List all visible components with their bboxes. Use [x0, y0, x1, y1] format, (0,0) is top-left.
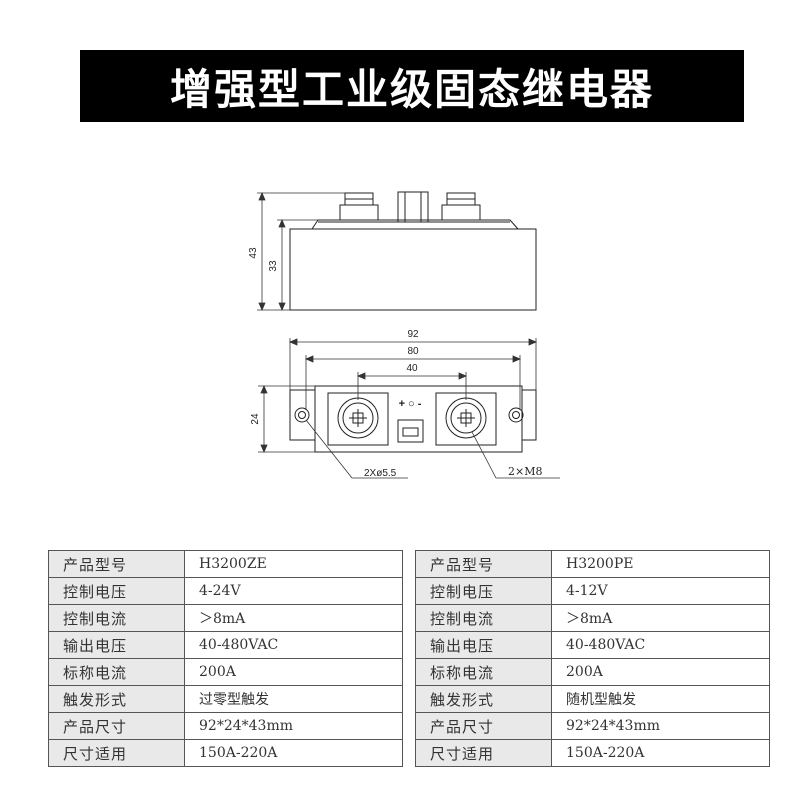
dim-depth: 24: [250, 413, 261, 425]
spec-value: ＞8mA: [184, 604, 403, 632]
spec-label: 控制电压: [48, 577, 185, 605]
spec-value: H3200PE: [551, 550, 770, 578]
top-view-dimensions: [258, 338, 560, 479]
spec-label: 标称电流: [415, 658, 552, 686]
table-row: 控制电流＞8mA: [48, 604, 403, 632]
spec-label: 输出电压: [415, 631, 552, 659]
spec-label: 输出电压: [48, 631, 185, 659]
spec-label: 产品尺寸: [48, 712, 185, 740]
callout-screws: 2×M8: [508, 465, 542, 478]
spec-label: 尺寸适用: [48, 739, 185, 767]
dim-width-terminals: 40: [406, 363, 418, 374]
spec-label: 标称电流: [48, 658, 185, 686]
dim-height-body: 33: [268, 260, 279, 272]
spec-value: 随机型触发: [551, 685, 770, 713]
spec-value: 4-24V: [184, 577, 403, 605]
spec-label: 产品尺寸: [415, 712, 552, 740]
table-row: 控制电流＞8mA: [415, 604, 770, 632]
spec-label: 产品型号: [48, 550, 185, 578]
side-view: [289, 191, 537, 311]
top-view: [289, 385, 537, 453]
spec-value: H3200ZE: [184, 550, 403, 578]
table-row: 触发形式随机型触发: [415, 685, 770, 713]
spec-value: 过零型触发: [184, 685, 403, 713]
side-view-dimensions: [257, 191, 345, 312]
spec-value: 4-12V: [551, 577, 770, 605]
spec-value: 200A: [551, 658, 770, 686]
spec-value: 92*24*43mm: [184, 712, 403, 740]
spec-value: 150A-220A: [184, 739, 403, 767]
spec-label: 触发形式: [415, 685, 552, 713]
spec-value: 40-480VAC: [551, 631, 770, 659]
dim-height-total: 43: [248, 247, 259, 259]
spec-label: 触发形式: [48, 685, 185, 713]
dim-width-mount: 80: [407, 346, 419, 357]
spec-value: 200A: [184, 658, 403, 686]
table-row: 触发形式过零型触发: [48, 685, 403, 713]
polarity-label: + ○ -: [399, 398, 422, 410]
spec-value: 40-480VAC: [184, 631, 403, 659]
spec-value: 92*24*43mm: [551, 712, 770, 740]
callout-holes: 2Xø5.5: [364, 468, 397, 479]
spec-label: 控制电流: [48, 604, 185, 632]
spec-value: 150A-220A: [551, 739, 770, 767]
page-title: 增强型工业级固态继电器: [80, 50, 744, 122]
spec-value: ＞8mA: [551, 604, 770, 632]
dim-width-total: 92: [407, 329, 419, 340]
spec-label: 控制电压: [415, 577, 552, 605]
spec-label: 尺寸适用: [415, 739, 552, 767]
title-text: 增强型工业级固态继电器: [169, 64, 654, 114]
spec-label: 产品型号: [415, 550, 552, 578]
spec-label: 控制电流: [415, 604, 552, 632]
